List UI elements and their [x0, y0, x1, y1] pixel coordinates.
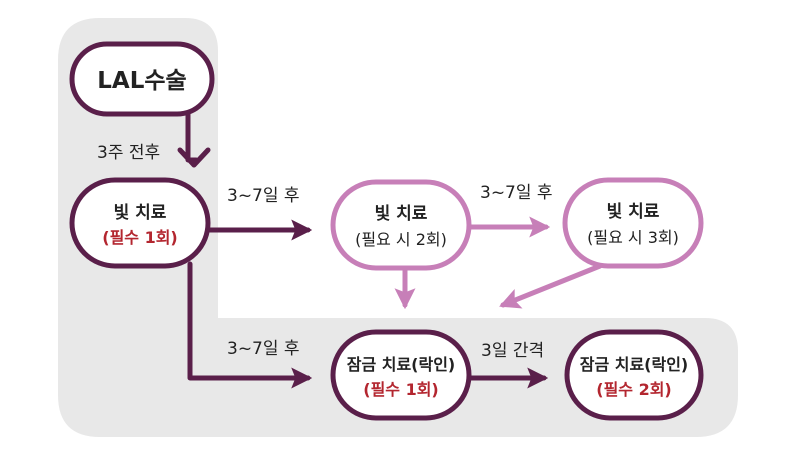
node-light-treatment-1-title: 빛 치료 [114, 203, 167, 223]
node-light-treatment-2: 빛 치료 (필요 시 2회) [330, 179, 472, 271]
arrow-light3-to-lockin1 [499, 263, 603, 309]
node-lock-in-2-title: 잠금 치료(락인) [580, 355, 689, 374]
node-light-treatment-3-box [562, 177, 704, 269]
node-lock-in-1: 잠금 치료(락인) (필수 1회) [330, 329, 472, 421]
node-lal-surgery-box [69, 41, 215, 117]
node-lock-in-2-box [564, 329, 704, 421]
node-light-treatment-2-subtitle: (필요 시 2회) [355, 230, 447, 249]
node-light-treatment-2-box [330, 179, 472, 271]
edge-label-lockin-interval: 3일 간격 [481, 341, 544, 361]
node-light-treatment-3-title: 빛 치료 [607, 202, 660, 222]
node-light-treatment-1: 빛 치료 (필수 1회) [69, 177, 211, 269]
connectors [177, 111, 603, 389]
node-lal-surgery-title: LAL수술 [97, 68, 186, 94]
edge-label-light1-to-light2: 3~7일 후 [227, 186, 300, 206]
edge-label-light1-to-lockin: 3~7일 후 [227, 339, 300, 359]
node-lock-in-1-subtitle: (필수 1회) [363, 380, 439, 399]
node-lal-surgery: LAL수술 [69, 41, 215, 117]
edge-labels: 3주 전후 3~7일 후 3~7일 후 3~7일 후 3일 간격 [97, 143, 553, 361]
node-light-treatment-1-subtitle: (필수 1회) [102, 228, 178, 247]
node-lock-in-1-box [330, 329, 472, 421]
node-light-treatment-3-subtitle: (필요 시 3회) [587, 228, 679, 247]
node-light-treatment-1-box [69, 177, 211, 269]
node-light-treatment-3: 빛 치료 (필요 시 3회) [562, 177, 704, 269]
arrow-light1-to-lockin1 [187, 261, 313, 389]
arrow-surgery-to-light1-head [177, 147, 211, 168]
background-area [58, 18, 738, 437]
edge-label-light2-to-light3: 3~7일 후 [480, 183, 553, 203]
edge-label-surgery-to-light: 3주 전후 [97, 143, 160, 163]
node-light-treatment-2-title: 빛 치료 [375, 204, 428, 224]
node-lock-in-2-subtitle: (필수 2회) [596, 380, 672, 399]
node-lock-in-2: 잠금 치료(락인) (필수 2회) [564, 329, 704, 421]
node-lock-in-1-title: 잠금 치료(락인) [347, 355, 456, 374]
